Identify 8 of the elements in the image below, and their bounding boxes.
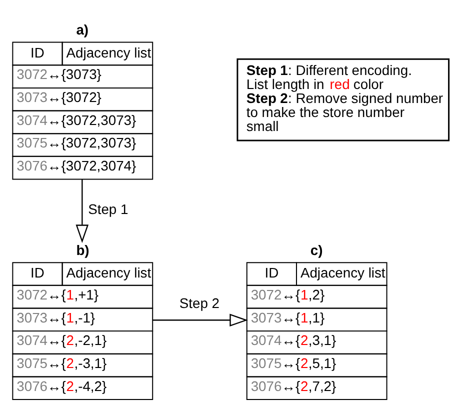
node-label: a) [76,22,89,38]
node-label: b) [76,242,90,258]
node-label: c) [310,242,323,258]
arrow [76,179,89,243]
arrow [152,314,248,327]
edge-label: Step 1 [88,201,128,218]
node-box: Step 1: Different encoding. List length in red color Step 2: Remove signed number to make the store number small [236,58,450,142]
edge-label: Step 2 [179,294,220,311]
